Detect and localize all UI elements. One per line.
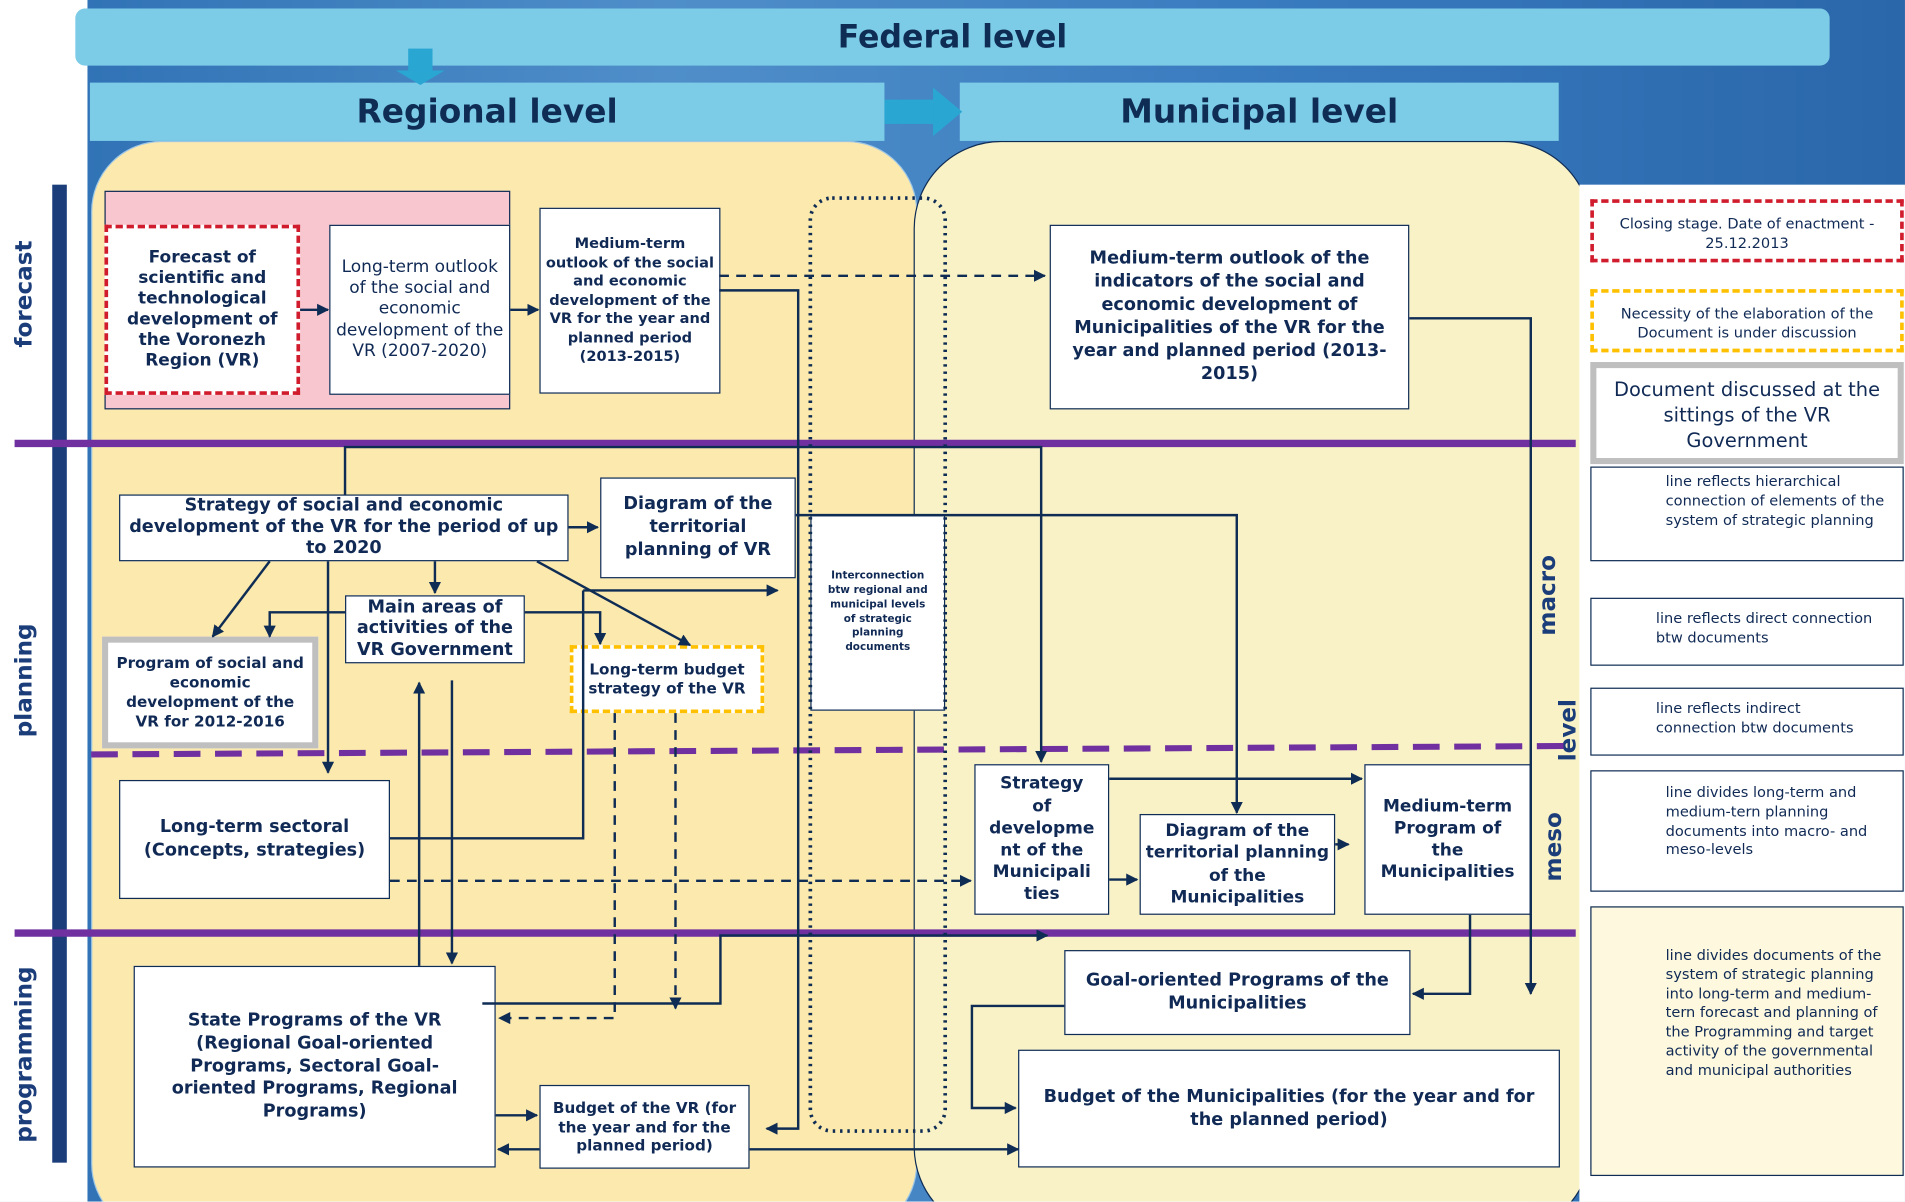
sectoral-box: Long-term sectoral (Concepts, strategies…: [119, 779, 390, 900]
forecast-sci-tech-box: Forecast of scientific and technological…: [104, 224, 301, 395]
legend-indirect: line reflects indirect connection btw do…: [1590, 687, 1904, 756]
regional-level-bar: Regional level: [89, 82, 885, 141]
sublevel-meso-label: meso: [1540, 812, 1568, 882]
federal-level-label: Federal level: [837, 18, 1068, 56]
medium-term-outlook-mun-box: Medium-term outlook of the indicators of…: [1049, 224, 1410, 410]
goal-programs-mun-box: Goal-oriented Programs of the Municipali…: [1064, 950, 1411, 1036]
stage-planning-label: planning: [10, 623, 38, 738]
page-number: 10: [17, 1180, 61, 1202]
legend-hierarchical: line reflects hierarchical connection of…: [1590, 466, 1904, 562]
medium-program-mun-box: Medium-term Program of the Municipalitie…: [1364, 764, 1531, 915]
federal-level-bar: Federal level: [75, 8, 1830, 66]
program-2012-2016-box: Program of social and economic developme…: [102, 636, 319, 749]
municipal-level-bar: Municipal level: [959, 82, 1559, 141]
diagram-territorial-mun-box: Diagram of the territorial planning of t…: [1139, 813, 1336, 915]
long-term-outlook-box: Long-term outlook of the social and econ…: [329, 224, 511, 395]
budget-mun-box: Budget of the Municipalities (for the ye…: [1018, 1049, 1560, 1168]
municipal-level-label: Municipal level: [1120, 92, 1399, 131]
stage-forecast-label: forecast: [10, 240, 38, 348]
diagram-territorial-vr-box: Diagram of the territorial planning of V…: [600, 477, 796, 579]
interconnection-box: Interconnection btw regional and municip…: [810, 515, 946, 711]
state-programs-box: State Programs of the VR (Regional Goal-…: [133, 965, 496, 1168]
legend-discussed: Document discussed at the sittings of th…: [1590, 362, 1904, 465]
left-stage-stripe: [0, 0, 88, 1202]
legend-necessity: Necessity of the elaboration of the Docu…: [1590, 289, 1904, 353]
strategy-mun-box: Strategy of developme nt of the Municipa…: [974, 764, 1110, 915]
strategy-vr-box: Strategy of social and economic developm…: [119, 494, 569, 562]
legend-direct: line reflects direct connection btw docu…: [1590, 597, 1904, 666]
legend-closing-stage: Closing stage. Date of enactment - 25.12…: [1590, 199, 1904, 263]
medium-term-outlook-vr-box: Medium-term outlook of the social and ec…: [539, 207, 721, 394]
legend-solid-purple: line divides documents of the system of …: [1590, 906, 1904, 1177]
regional-level-label: Regional level: [356, 92, 618, 131]
budget-vr-box: Budget of the VR (for the year and for t…: [539, 1084, 750, 1169]
budget-strategy-box: Long-term budget strategy of the VR: [569, 645, 765, 714]
sublevel-level-label: level: [1555, 699, 1582, 762]
legend-dashed-purple: line divides long-term and medium-tern p…: [1590, 770, 1904, 892]
main-areas-box: Main areas of activities of the VR Gover…: [345, 595, 525, 664]
sublevel-macro-label: macro: [1534, 555, 1562, 636]
left-stage-axis: [52, 184, 67, 1163]
stage-programming-label: programming: [10, 966, 38, 1143]
